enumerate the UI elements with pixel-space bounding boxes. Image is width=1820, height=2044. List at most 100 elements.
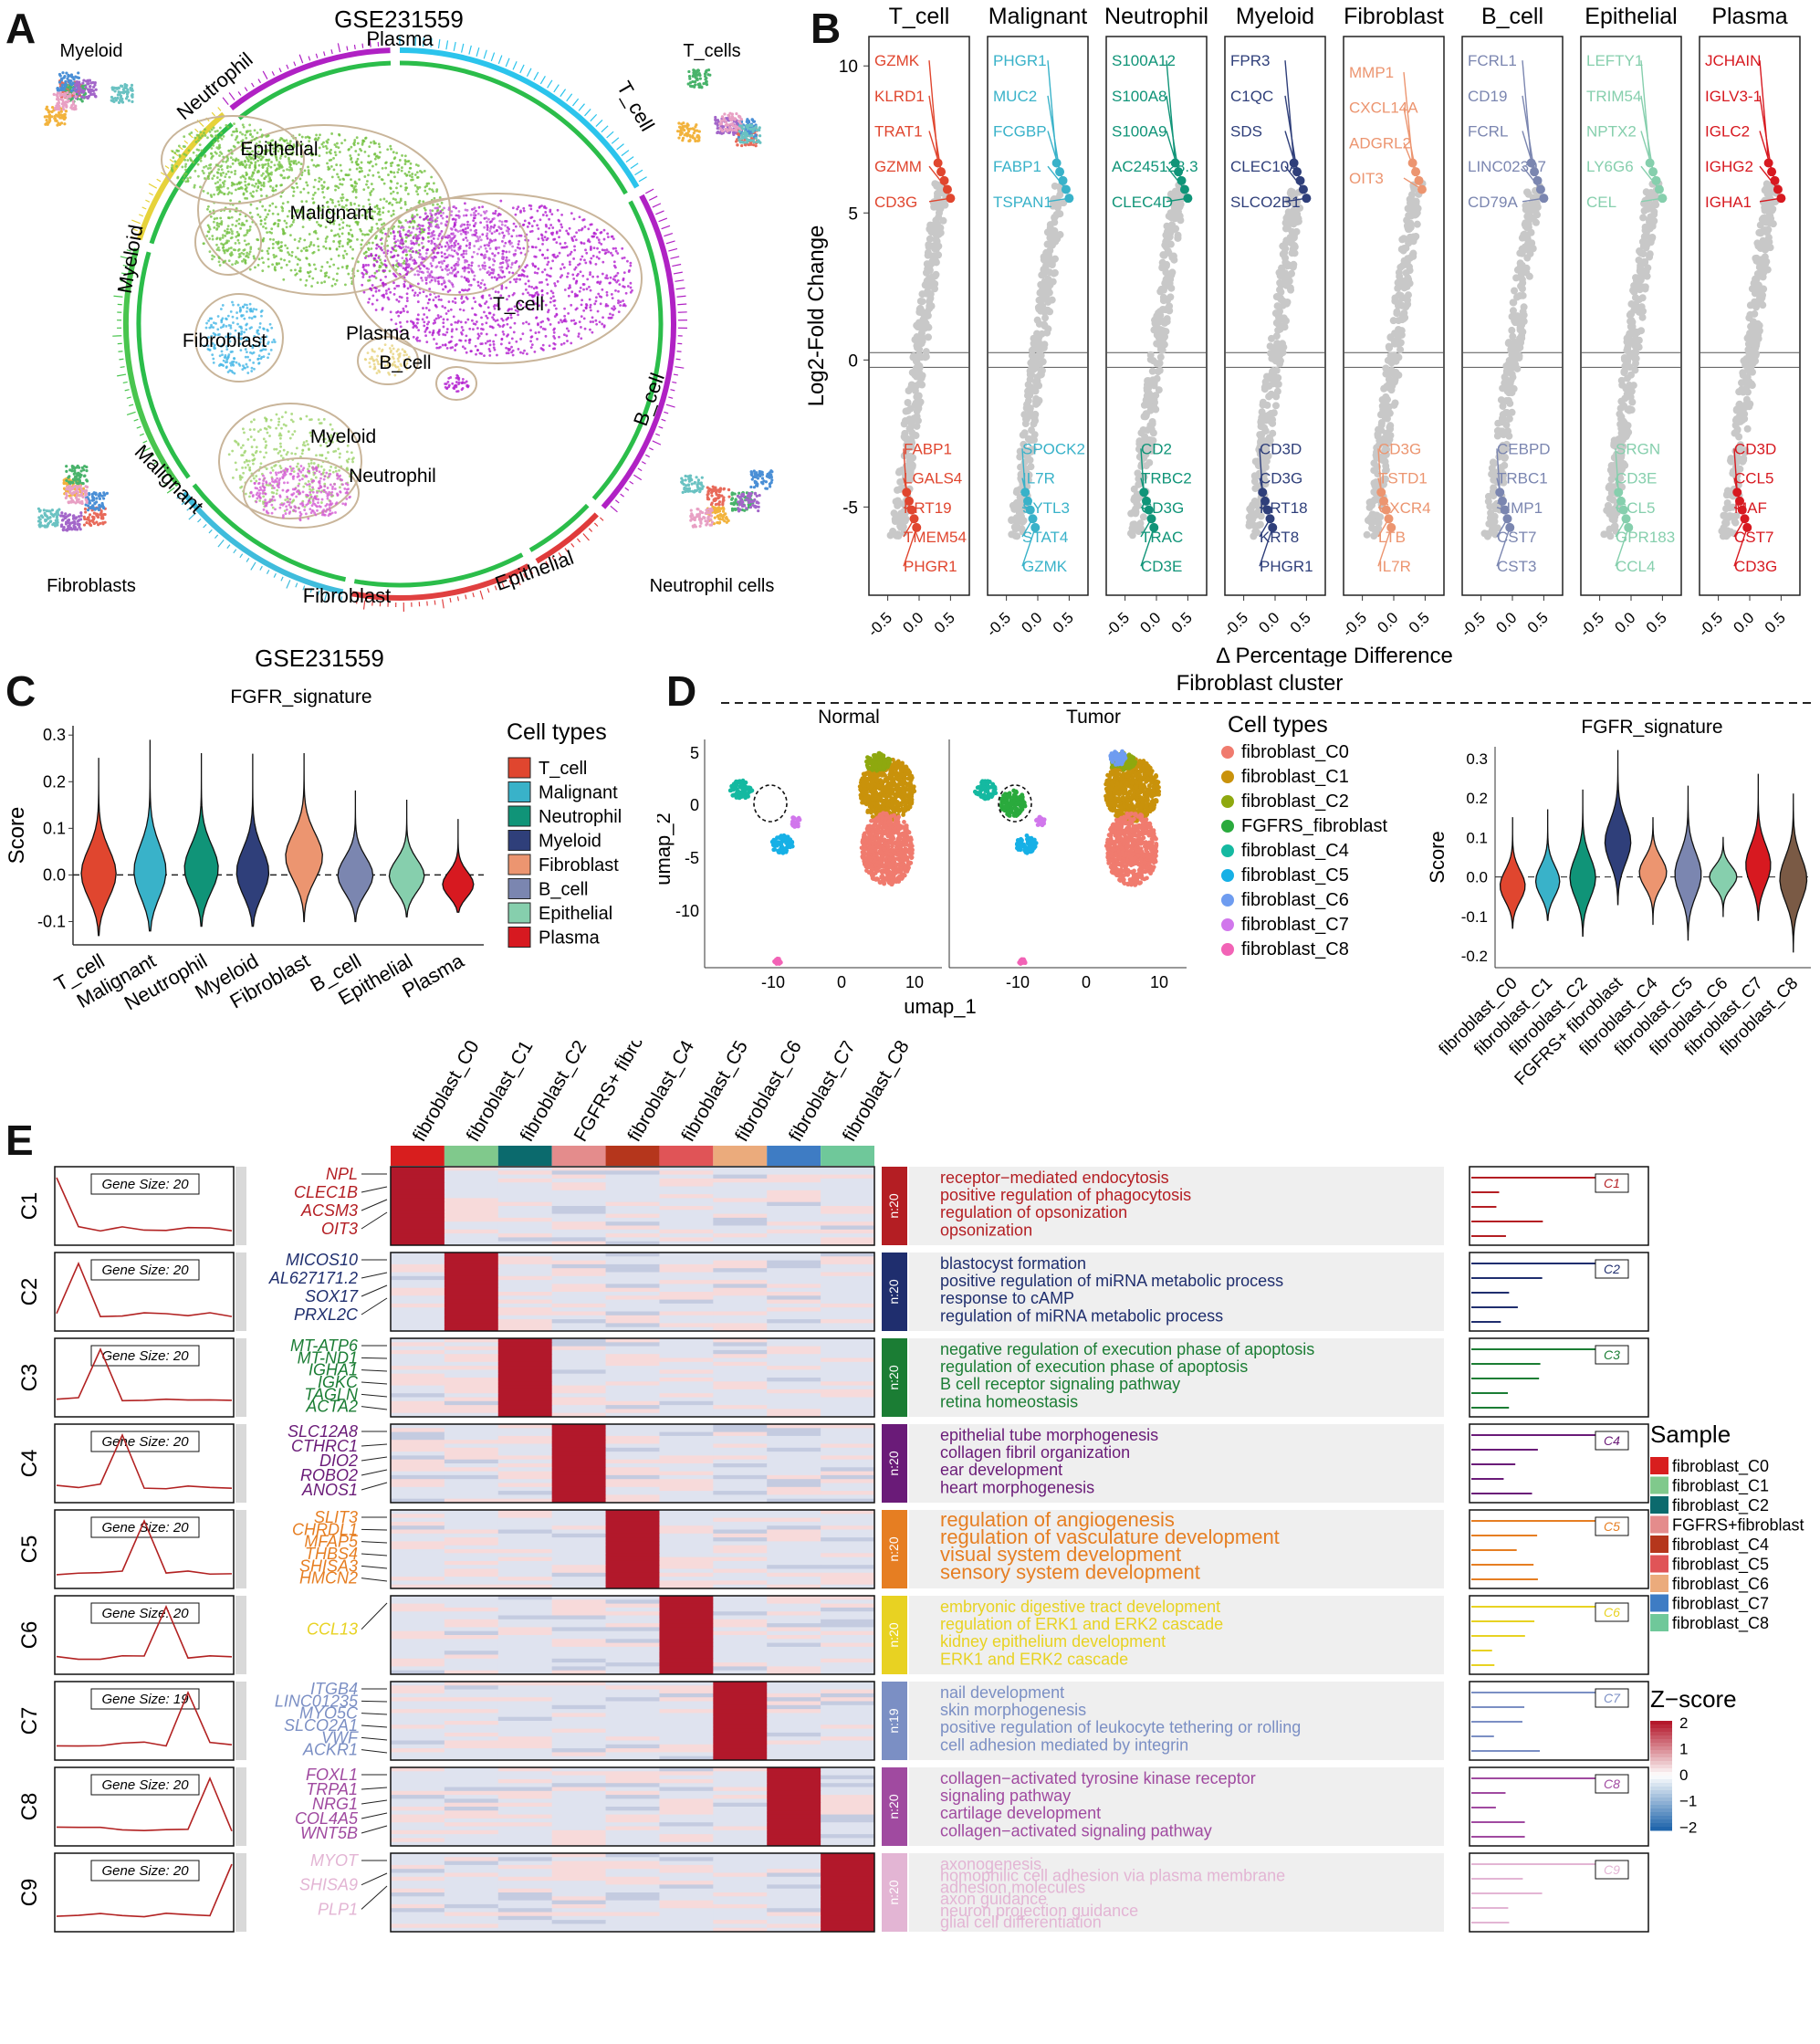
umap-point xyxy=(234,173,236,175)
ring-tick xyxy=(150,454,154,458)
umap-point xyxy=(312,479,316,483)
umap-point xyxy=(288,140,292,143)
umap-point xyxy=(255,189,258,193)
mini-umap-point xyxy=(81,81,85,85)
umap-point xyxy=(288,501,291,504)
umap-point xyxy=(361,170,364,173)
umap-point xyxy=(361,139,365,142)
umap-point xyxy=(391,227,394,230)
umap-point xyxy=(595,228,599,232)
umap-point xyxy=(238,213,242,216)
umap-point xyxy=(381,167,384,170)
umap-point xyxy=(390,147,392,151)
umap-point xyxy=(263,152,267,156)
umap-point xyxy=(396,192,399,194)
ring-tick xyxy=(648,447,654,451)
umap-point xyxy=(243,317,246,320)
umap-point xyxy=(588,240,591,244)
umap-point xyxy=(523,349,526,352)
mini-umap-point xyxy=(93,80,97,85)
umap-point xyxy=(262,495,266,498)
umap-point xyxy=(422,237,425,240)
ring-tick xyxy=(179,146,183,151)
umap-point xyxy=(287,152,290,156)
umap-point xyxy=(327,451,329,454)
mini-umap-point xyxy=(62,88,66,91)
umap-point xyxy=(522,209,526,213)
umap-point xyxy=(311,197,315,201)
mini-umap-point xyxy=(110,86,114,89)
mini-umap-point xyxy=(64,110,68,113)
umap-point xyxy=(258,140,262,143)
umap-point xyxy=(505,351,508,355)
umap-point xyxy=(452,232,455,236)
umap-point xyxy=(406,220,410,224)
umap-point xyxy=(309,508,312,511)
mini-umap-point xyxy=(54,119,58,122)
umap-point xyxy=(500,266,504,269)
mini-umap-point xyxy=(130,83,134,87)
umap-point xyxy=(178,155,182,158)
ring-tick xyxy=(228,92,235,100)
umap-point xyxy=(390,250,392,254)
umap-point xyxy=(290,214,294,217)
umap-point xyxy=(249,435,253,438)
umap-point xyxy=(519,351,522,354)
umap-point xyxy=(518,239,521,243)
ring-tick xyxy=(479,590,484,600)
umap-point xyxy=(409,285,413,288)
umap-point xyxy=(330,284,334,288)
umap-point xyxy=(400,225,403,229)
umap-point xyxy=(497,251,500,255)
umap-point xyxy=(288,162,291,165)
cluster-contour xyxy=(161,115,305,204)
umap-point xyxy=(509,266,513,269)
ring-track-5 xyxy=(123,247,181,487)
umap-point xyxy=(511,349,515,352)
umap-point xyxy=(364,257,367,259)
umap-point xyxy=(411,267,414,271)
umap-point xyxy=(249,246,253,249)
umap-point xyxy=(372,367,376,371)
ring-tick xyxy=(512,60,518,70)
ring-tick xyxy=(203,523,207,529)
umap-point xyxy=(368,362,371,364)
umap-point xyxy=(366,351,370,355)
umap-point xyxy=(275,183,278,187)
umap-point xyxy=(475,209,477,213)
umap-point xyxy=(320,183,324,187)
umap-point xyxy=(211,237,214,241)
umap-point xyxy=(315,133,319,137)
umap-point xyxy=(434,296,437,299)
umap-point xyxy=(400,296,403,299)
umap-point xyxy=(278,477,282,480)
umap-point xyxy=(622,303,626,306)
umap-point xyxy=(557,320,560,324)
umap-point xyxy=(369,194,372,196)
umap-point xyxy=(244,492,247,496)
umap-point xyxy=(507,333,510,337)
umap-point xyxy=(215,130,219,132)
umap-point xyxy=(483,261,486,265)
umap-point xyxy=(212,361,215,364)
umap-point xyxy=(337,447,340,451)
ring-tick xyxy=(668,247,678,252)
umap-point xyxy=(379,198,382,202)
umap-point xyxy=(421,278,424,282)
umap-point xyxy=(270,466,274,469)
mini-umap-point xyxy=(698,77,702,80)
umap-point xyxy=(264,498,267,502)
umap-point xyxy=(244,258,247,262)
umap-point xyxy=(298,239,301,243)
umap-point xyxy=(292,160,296,162)
umap-point xyxy=(539,347,543,350)
umap-point xyxy=(488,229,492,233)
umap-point xyxy=(454,320,457,324)
umap-point xyxy=(616,252,620,255)
umap-point xyxy=(544,230,548,234)
mini-umap-point xyxy=(77,71,80,75)
umap-point xyxy=(283,258,287,262)
umap-point xyxy=(410,256,413,259)
umap-point xyxy=(418,230,422,234)
mini-umap-point xyxy=(86,82,89,86)
